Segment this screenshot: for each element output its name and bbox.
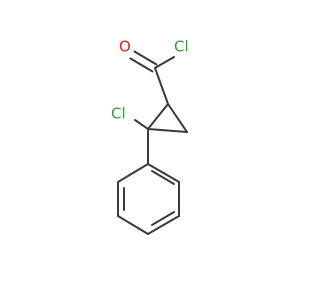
cyclopropane-bond-3 [147, 103, 169, 130]
benzene-bond-1 [147, 163, 180, 183]
carbonyl-double-bond-2 [129, 57, 154, 73]
benzene-inner-bond-2 [151, 211, 175, 226]
cyclopropane-bond-1 [167, 103, 188, 133]
oxygen-atom-label: O [119, 38, 131, 56]
ring-chlorine-atom-label: Cl [111, 105, 126, 123]
benzene-bond-6 [117, 163, 149, 183]
benzene-inner-bond-1 [151, 170, 175, 185]
acyl-chloride-bond [154, 56, 175, 69]
molecule-diagram: O Cl Cl [111, 38, 189, 235]
acyl-chlorine-atom-label: Cl [174, 38, 189, 56]
benzene-bond-4 [117, 215, 149, 235]
benzene-bond-3 [147, 215, 180, 235]
cyclopropane-bond-2 [147, 128, 188, 133]
structure-canvas: O Cl Cl [111, 37, 189, 235]
carbonyl-double-bond-1 [133, 50, 158, 66]
carbonyl-ring-bond [154, 67, 169, 105]
ring-chlorine-bond [134, 119, 149, 130]
